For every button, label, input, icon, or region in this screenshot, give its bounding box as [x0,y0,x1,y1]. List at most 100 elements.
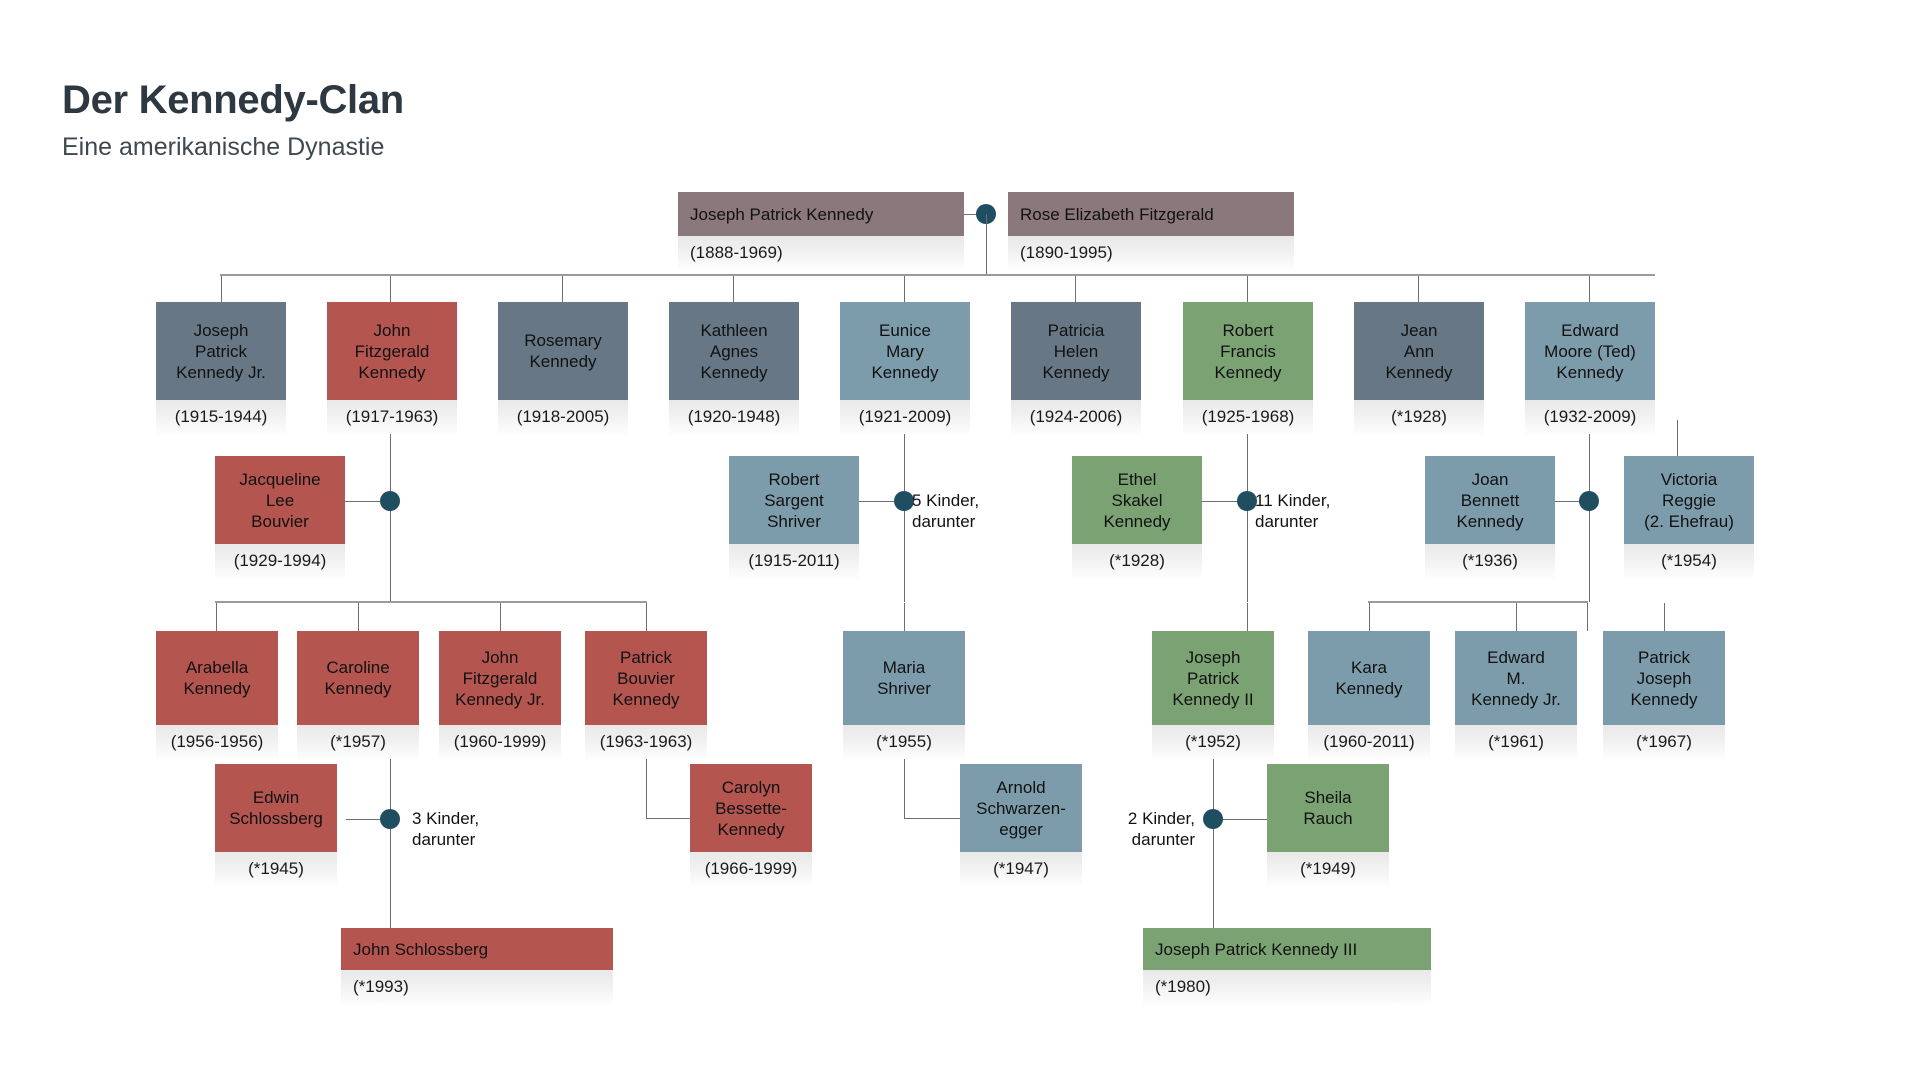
person-card-edwin-schlossberg[interactable]: Edwin Schlossberg (*1945) [215,764,337,886]
person-card-patricia-helen-kennedy[interactable]: Patricia Helen Kennedy (1924-2006) [1011,302,1141,434]
connector [1516,603,1517,631]
person-name: Joan Bennett Kennedy [1425,456,1555,544]
person-name: Patrick Joseph Kennedy [1603,631,1725,725]
person-card-joseph-patrick-kennedy-ii[interactable]: Joseph Patrick Kennedy II (*1952) [1152,631,1274,759]
person-card-kara-kennedy[interactable]: Kara Kennedy (1960-2011) [1308,631,1430,759]
person-card-john-fitzgerald-kennedy[interactable]: John Fitzgerald Kennedy (1917-1963) [327,302,457,434]
person-name: Victoria Reggie (2. Ehefrau) [1624,456,1754,544]
marriage-dot-caroline-edwin [380,809,400,829]
annotation-schlossberg-children: 3 Kinder, darunter [412,809,480,849]
person-card-jacqueline-lee-bouvier[interactable]: Jacqueline Lee Bouvier (1929-1994) [215,456,345,578]
person-card-joseph-patrick-kennedy-iii[interactable]: Joseph Patrick Kennedy III (*1980) [1143,928,1431,1004]
person-dates: (*1993) [341,970,613,1004]
person-card-joseph-patrick-kennedy[interactable]: Joseph Patrick Kennedy (1888-1969) [678,192,964,270]
person-dates: (*1947) [960,852,1082,886]
person-dates: (*1954) [1624,544,1754,578]
connector [904,746,905,818]
person-card-arnold-schwarzenegger[interactable]: Arnold Schwarzen- egger (*1947) [960,764,1082,886]
person-name: Maria Shriver [843,631,965,725]
person-card-john-schlossberg[interactable]: John Schlossberg (*1993) [341,928,613,1004]
person-dates: (1960-2011) [1308,725,1430,759]
person-name: Jacqueline Lee Bouvier [215,456,345,544]
person-card-sheila-rauch[interactable]: Sheila Rauch (*1949) [1267,764,1389,886]
person-name: Robert Francis Kennedy [1183,302,1313,400]
person-card-arabella-kennedy[interactable]: Arabella Kennedy (1956-1956) [156,631,278,759]
person-name: Rose Elizabeth Fitzgerald [1008,192,1294,236]
person-name: Kara Kennedy [1308,631,1430,725]
connector-jfk-spine [390,420,391,602]
person-dates: (*1955) [843,725,965,759]
connector [964,214,986,215]
sibling-bus-gen2 [220,274,1655,276]
person-card-eunice-mary-kennedy[interactable]: Eunice Mary Kennedy (1921-2009) [840,302,970,434]
person-name: Arnold Schwarzen- egger [960,764,1082,852]
person-name: Joseph Patrick Kennedy II [1152,631,1274,725]
connector [345,501,380,502]
connector-jpk2-spine [1213,746,1214,926]
person-dates: (1915-1944) [156,400,286,434]
marriage-dot-eunice-shriver [894,491,914,511]
person-name: Rosemary Kennedy [498,302,628,400]
person-card-joseph-patrick-kennedy-jr[interactable]: Joseph Patrick Kennedy Jr. (1915-1944) [156,302,286,434]
connector [904,603,905,631]
marriage-dot-jfk-jackie [380,491,400,511]
person-name: Jean Ann Kennedy [1354,302,1484,400]
person-card-patrick-joseph-kennedy[interactable]: Patrick Joseph Kennedy (*1967) [1603,631,1725,759]
person-name: Robert Sargent Shriver [729,456,859,544]
person-dates: (*1928) [1354,400,1484,434]
connector-maria-arnold [904,818,960,819]
connector-caroline-spine [390,746,391,926]
person-dates: (1925-1968) [1183,400,1313,434]
person-card-rose-elizabeth-fitzgerald[interactable]: Rose Elizabeth Fitzgerald (1890-1995) [1008,192,1294,270]
person-name: John Fitzgerald Kennedy Jr. [439,631,561,725]
person-dates: (1921-2009) [840,400,970,434]
connector [390,276,391,302]
person-name: Sheila Rauch [1267,764,1389,852]
connector [1247,603,1248,631]
person-card-kathleen-agnes-kennedy[interactable]: Kathleen Agnes Kennedy (1920-1948) [669,302,799,434]
connector [562,276,563,302]
person-dates: (1956-1956) [156,725,278,759]
person-dates: (*1945) [215,852,337,886]
connector [1247,276,1248,302]
person-dates: (1917-1963) [327,400,457,434]
person-card-jean-ann-kennedy[interactable]: Jean Ann Kennedy (*1928) [1354,302,1484,434]
person-name: Arabella Kennedy [156,631,278,725]
person-dates: (*1952) [1152,725,1274,759]
person-card-edward-m-kennedy-jr[interactable]: Edward M. Kennedy Jr. (*1961) [1455,631,1577,759]
person-name: Eunice Mary Kennedy [840,302,970,400]
person-dates: (1963-1963) [585,725,707,759]
marriage-dot-rfk-ethel [1237,491,1257,511]
connector [500,603,501,631]
annotation-jpk2-children: 2 Kinder, darunter [1127,809,1195,849]
connector [646,603,647,631]
person-dates: (*1967) [1603,725,1725,759]
page-title: Der Kennedy-Clan [62,78,404,122]
person-card-caroline-kennedy[interactable]: Caroline Kennedy (*1957) [297,631,419,759]
page-subtitle: Eine amerikanische Dynastie [62,133,385,161]
person-card-carolyn-bessette-kennedy[interactable]: Carolyn Bessette- Kennedy (1966-1999) [690,764,812,886]
connector-ted-spine [1589,420,1590,602]
connector-eunice-spine [904,420,905,602]
connector [221,276,222,302]
connector [358,603,359,631]
marriage-dot-ted-joan [1579,491,1599,511]
person-card-patrick-bouvier-kennedy[interactable]: Patrick Bouvier Kennedy (1963-1963) [585,631,707,759]
person-card-maria-shriver[interactable]: Maria Shriver (*1955) [843,631,965,759]
person-name: Joseph Patrick Kennedy III [1143,928,1431,970]
connector [1075,276,1076,302]
person-name: John Schlossberg [341,928,613,970]
person-dates: (*1957) [297,725,419,759]
person-card-rosemary-kennedy[interactable]: Rosemary Kennedy (1918-2005) [498,302,628,434]
person-card-robert-sargent-shriver[interactable]: Robert Sargent Shriver (1915-2011) [729,456,859,578]
connector [646,746,647,818]
annotation-shriver-children: 5 Kinder, darunter [912,491,980,531]
person-card-john-fitzgerald-kennedy-jr[interactable]: John Fitzgerald Kennedy Jr. (1960-1999) [439,631,561,759]
connector [904,276,905,302]
person-card-joan-bennett-kennedy[interactable]: Joan Bennett Kennedy (*1936) [1425,456,1555,578]
person-card-edward-moore-ted-kennedy[interactable]: Edward Moore (Ted) Kennedy (1932-2009) [1525,302,1655,434]
person-name: John Fitzgerald Kennedy [327,302,457,400]
person-card-victoria-reggie[interactable]: Victoria Reggie (2. Ehefrau) (*1954) [1624,456,1754,578]
person-card-robert-francis-kennedy[interactable]: Robert Francis Kennedy (1925-1968) [1183,302,1313,434]
person-card-ethel-skakel-kennedy[interactable]: Ethel Skakel Kennedy (*1928) [1072,456,1202,578]
